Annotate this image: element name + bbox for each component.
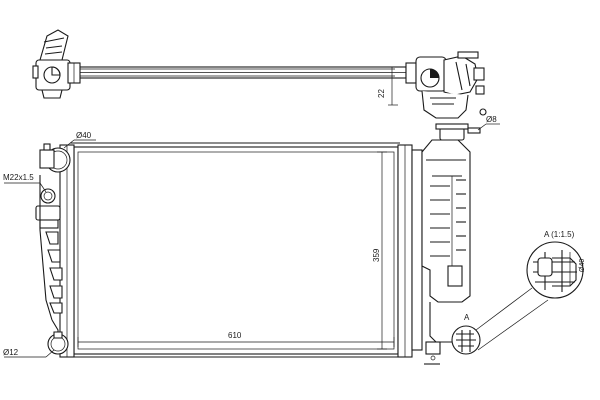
top-view-left-inlet xyxy=(32,29,81,99)
detail-a-marker-label: A xyxy=(464,313,470,322)
dim-359: 359 xyxy=(372,151,387,350)
dim-diameter-8-label: Ø8 xyxy=(486,115,497,124)
top-view-right-fitting xyxy=(405,51,487,119)
front-view: 610 359 Ø40 M22x1.5 Ø12 xyxy=(3,115,549,365)
dim-thread: M22x1.5 xyxy=(3,173,47,193)
radiator-core xyxy=(70,142,400,358)
expansion-tank xyxy=(421,139,471,303)
dim-diameter-12-label: Ø12 xyxy=(3,348,19,357)
dim-thread-label: M22x1.5 xyxy=(3,173,34,182)
dim-610: 610 xyxy=(77,331,395,347)
right-tank xyxy=(397,123,481,365)
detail-a-title: A (1:1.5) xyxy=(544,230,575,239)
dim-diameter-8: Ø8 xyxy=(477,115,500,131)
top-view: 22 xyxy=(32,29,487,119)
dim-diameter-40-label: Ø40 xyxy=(76,131,92,140)
detail-a-circle xyxy=(526,241,584,299)
dim-22-label: 22 xyxy=(377,89,386,98)
detail-a-view: A (1:1.5) Ø40 xyxy=(526,230,586,299)
tank-baffles xyxy=(430,176,466,287)
dim-610-label: 610 xyxy=(228,331,242,340)
dim-359-label: 359 xyxy=(372,248,381,262)
dim-diameter-40: Ø40 xyxy=(63,131,96,149)
detail-a-diameter-label: Ø40 xyxy=(579,259,586,272)
left-tank xyxy=(35,143,75,358)
dim-22: 22 xyxy=(377,66,398,106)
dim-diameter-12: Ø12 xyxy=(3,348,55,358)
